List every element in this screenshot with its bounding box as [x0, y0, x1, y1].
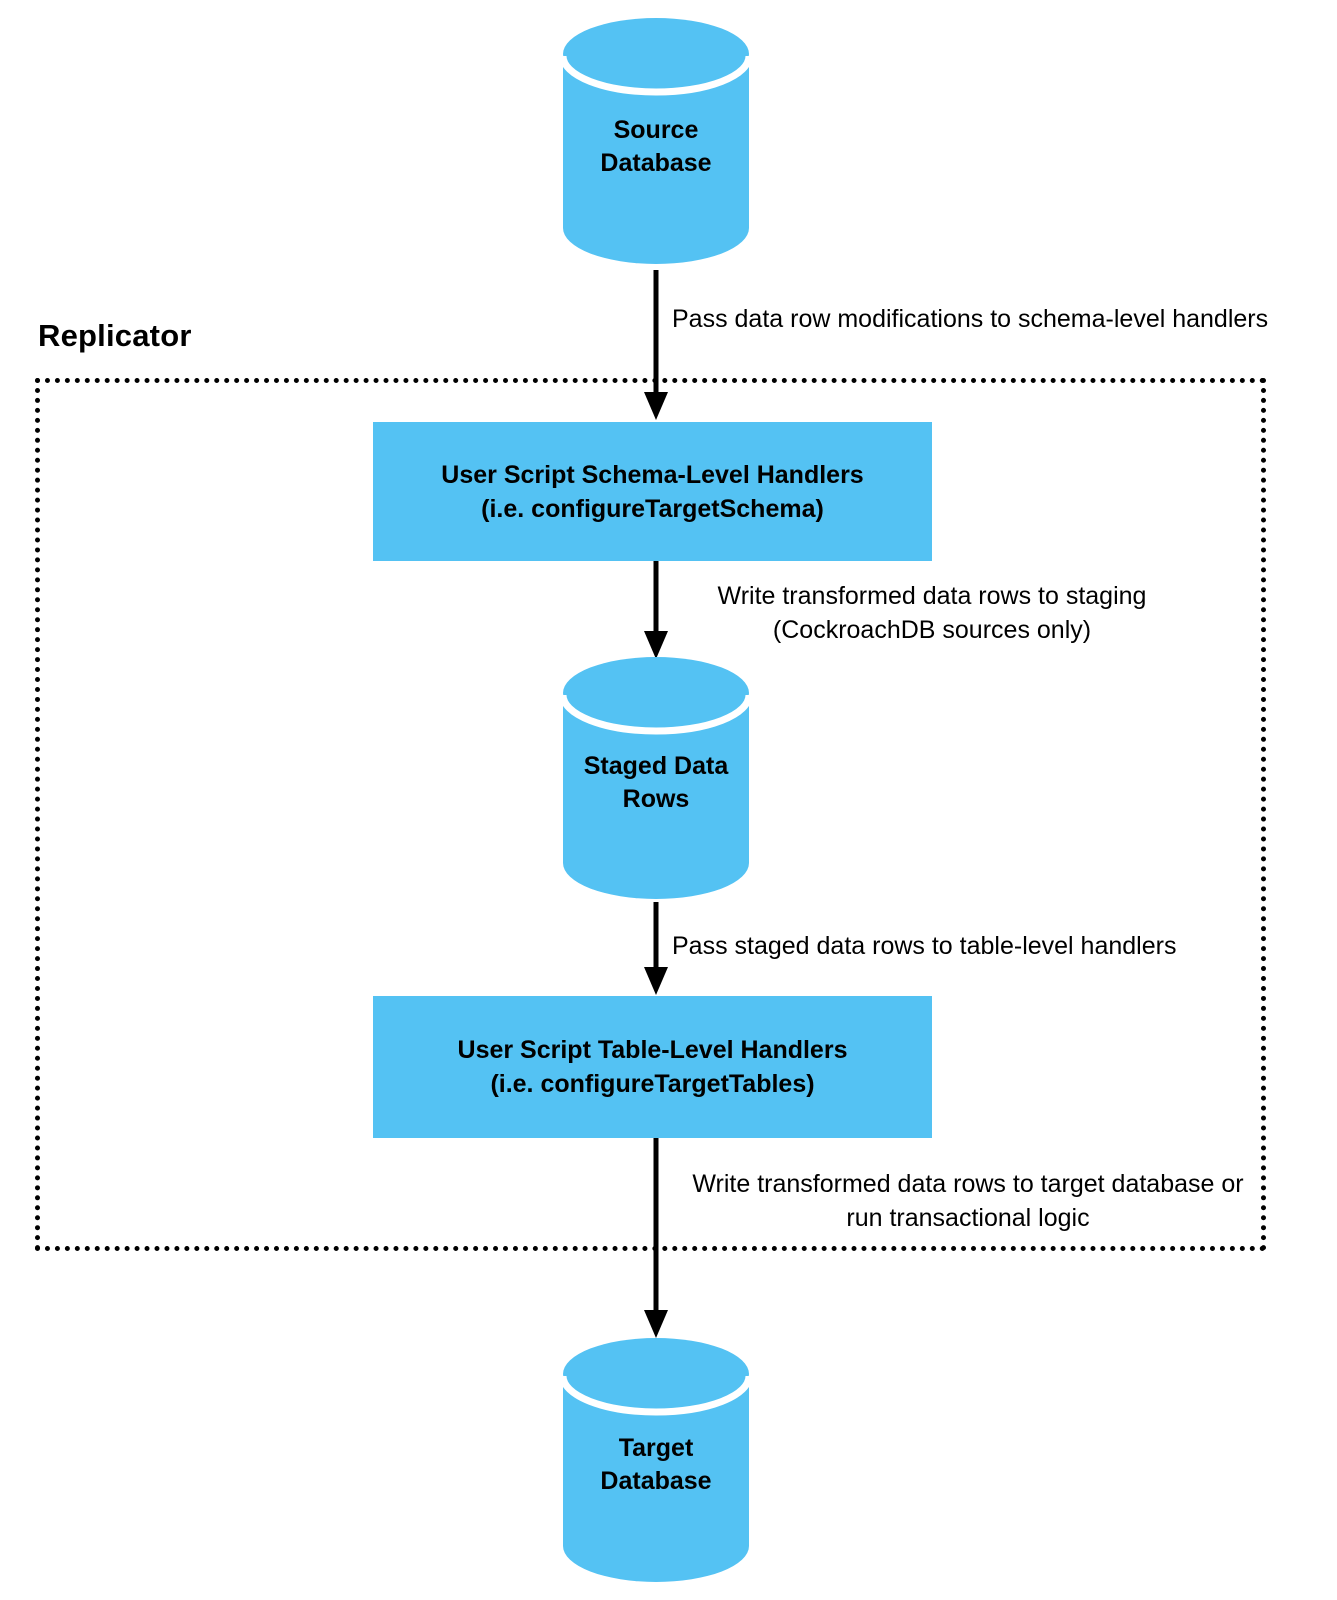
replicator-group-title: Replicator: [38, 318, 192, 353]
edge-schema-to-staged-label: Write transformed data rows to staging (…: [717, 582, 1147, 644]
edge-table-to-target-label: Write transformed data rows to target da…: [692, 1170, 1244, 1232]
node-staged-data-rows[interactable]: Staged Data Rows: [561, 655, 751, 903]
edge-schema-to-staged-arrow: [640, 561, 672, 661]
edge-staged-to-table-label: Pass staged data rows to table-level han…: [672, 932, 1177, 960]
replicator-group-boundary: [35, 378, 1266, 1251]
node-schema-level-handlers-label: User Script Schema-Level Handlers (i.e. …: [441, 460, 864, 523]
edge-source-to-schema-label: Pass data row modifications to schema-le…: [672, 305, 1269, 333]
node-target-database[interactable]: Target Database: [561, 1336, 751, 1586]
edge-source-to-schema-arrow: [640, 270, 672, 422]
node-source-database[interactable]: Source Database: [561, 16, 751, 268]
cylinder-shape: [561, 657, 751, 899]
edge-staged-to-table-arrow: [640, 902, 672, 997]
node-schema-level-handlers[interactable]: User Script Schema-Level Handlers (i.e. …: [373, 422, 932, 561]
cylinder-shape: [561, 1338, 751, 1582]
edge-table-to-target-arrow: [640, 1138, 672, 1340]
node-table-level-handlers[interactable]: User Script Table-Level Handlers (i.e. c…: [373, 996, 932, 1138]
node-table-level-handlers-label: User Script Table-Level Handlers (i.e. c…: [457, 1036, 848, 1098]
cylinder-shape: [561, 18, 751, 264]
